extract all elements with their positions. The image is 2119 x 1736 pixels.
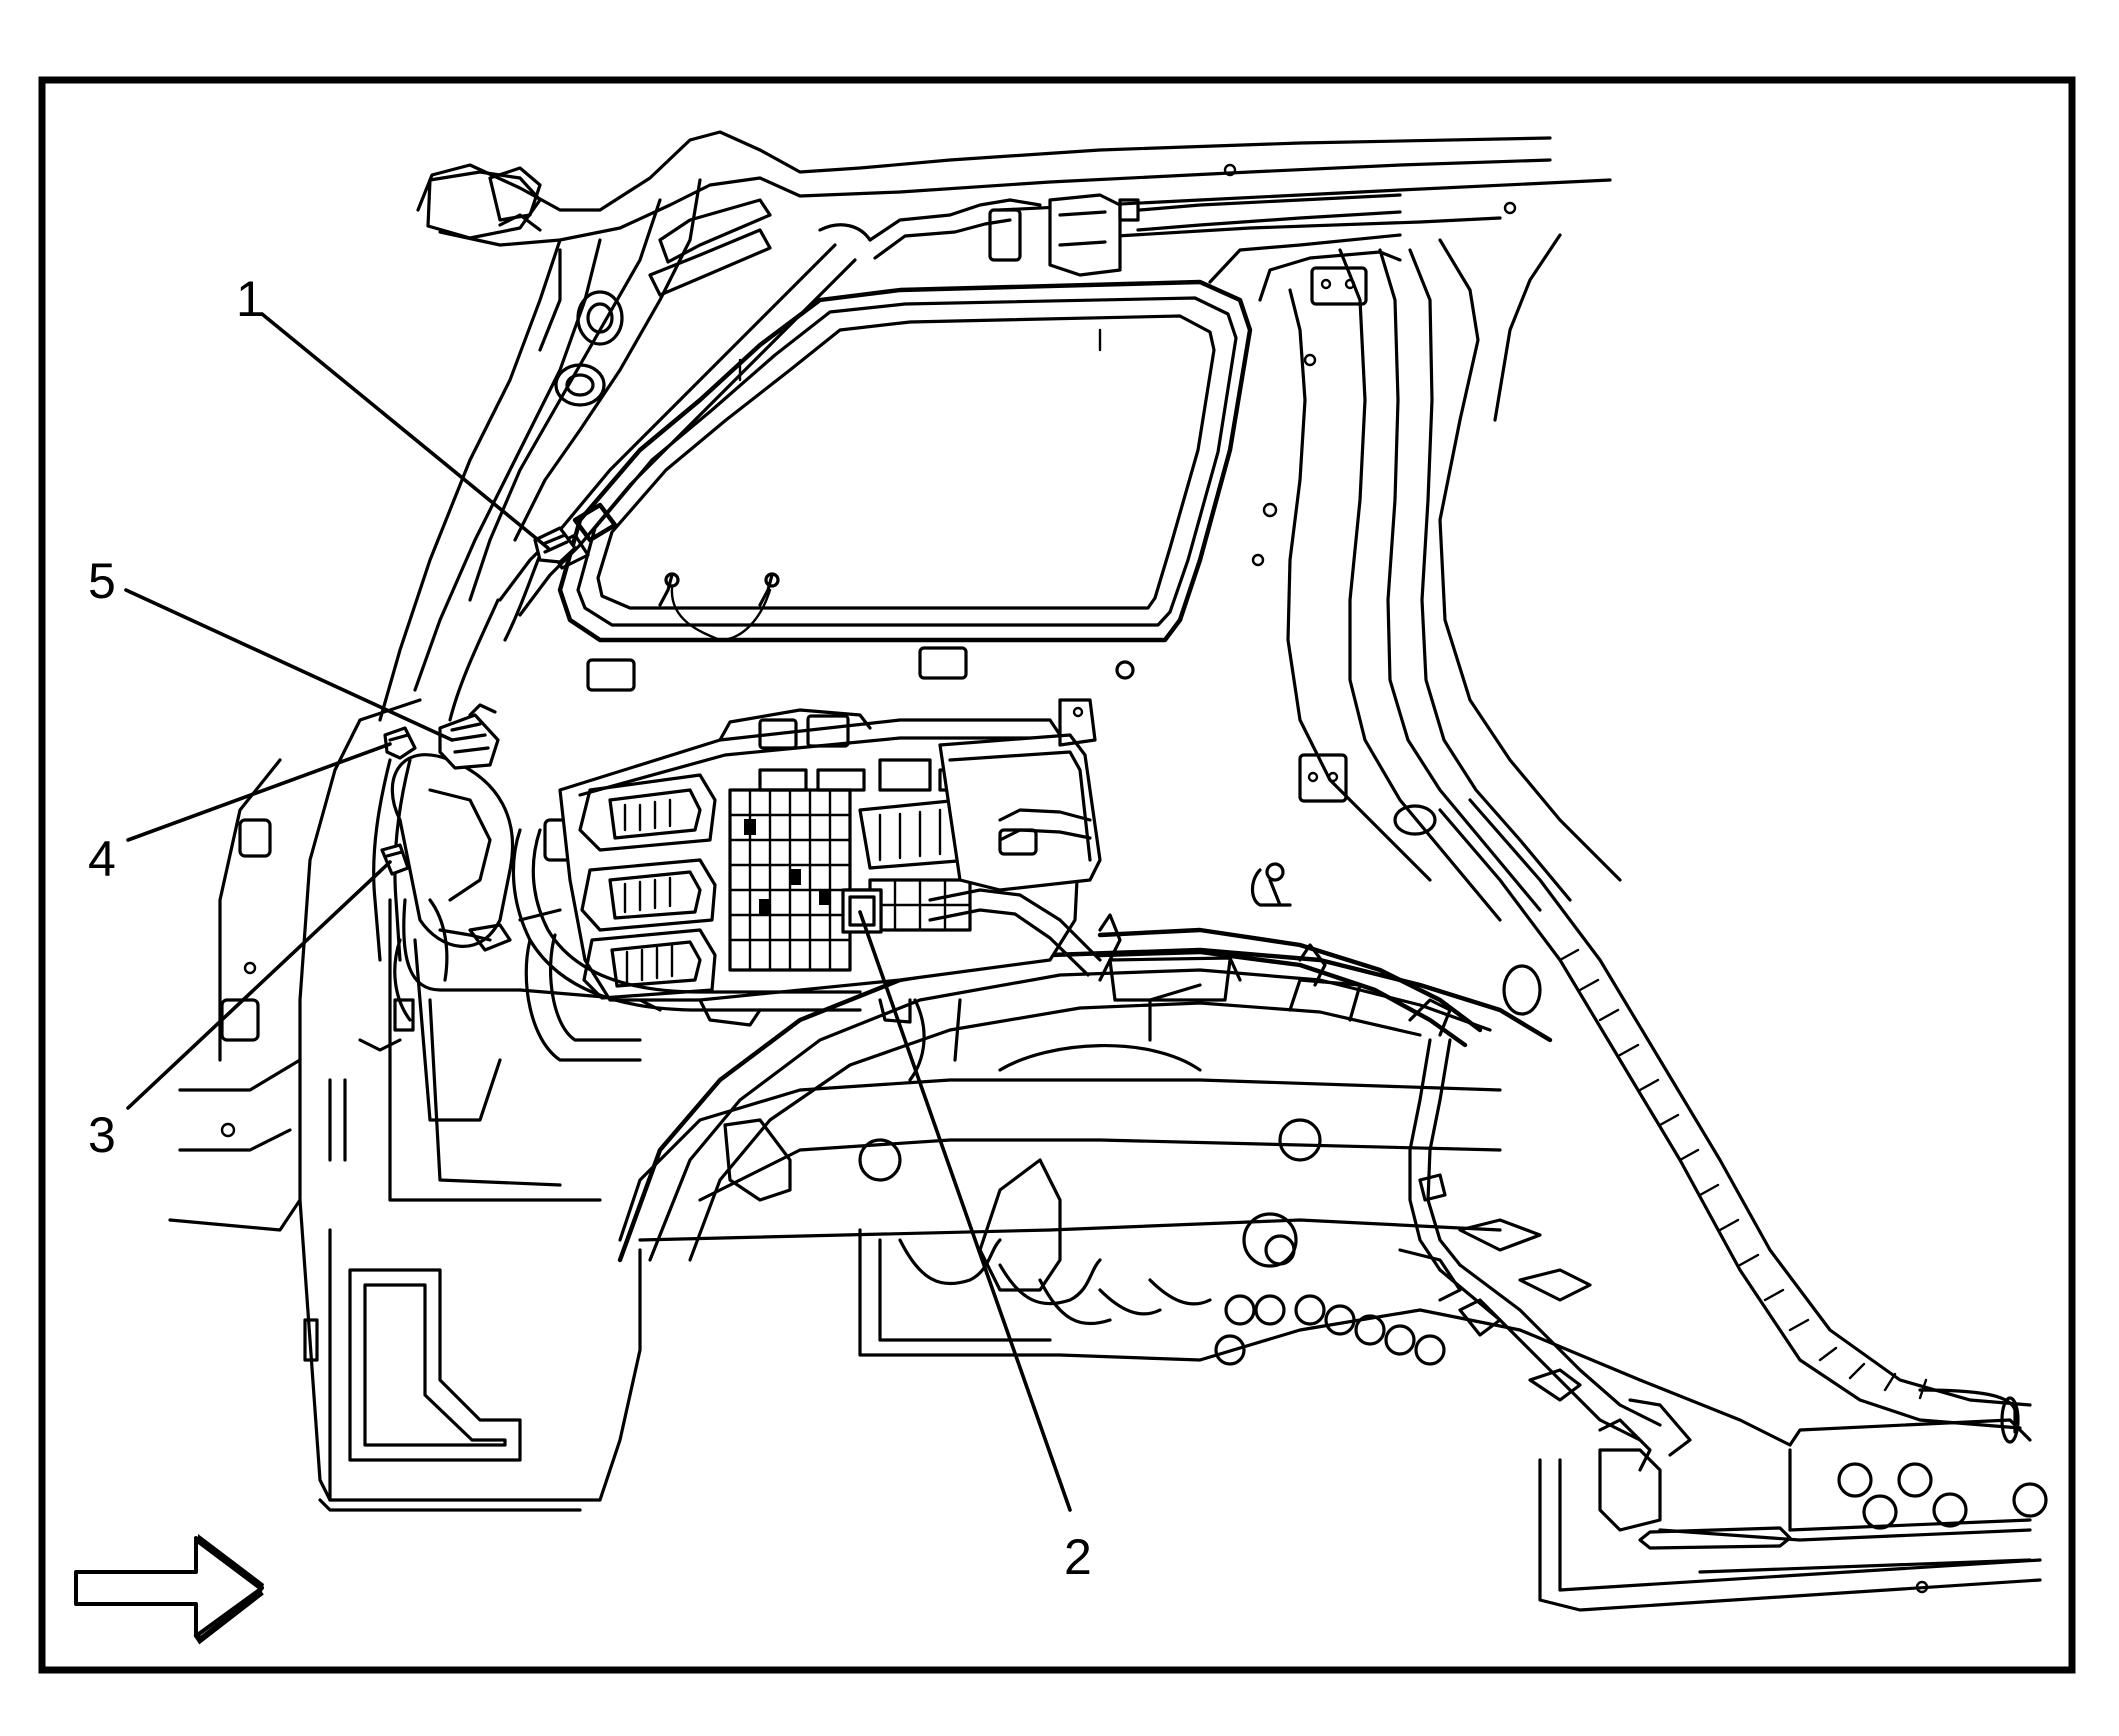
leader-4 [126, 742, 392, 842]
callout-1: 1 [236, 271, 264, 327]
connector-5 [438, 703, 500, 770]
ribbed-edge [1558, 948, 1928, 1400]
callout-2: 2 [1064, 1529, 1092, 1585]
diagram-frame [38, 76, 2076, 1674]
callout-labels: 1 2 3 4 5 [88, 271, 1092, 1585]
connector-3 [380, 843, 410, 876]
callout-3: 3 [88, 1107, 116, 1163]
wiring-harness [328, 193, 1692, 1472]
quarter-panel-body [168, 130, 2048, 1612]
fuse-junction-block [558, 698, 1102, 1027]
connector-4 [383, 726, 417, 760]
leader-1 [260, 312, 550, 550]
leader-lines [124, 312, 1072, 1512]
leader-5 [124, 588, 454, 742]
callout-4: 4 [88, 831, 116, 887]
right-arrow-icon [74, 1534, 264, 1645]
window-area-details [586, 328, 1135, 692]
leader-2 [858, 910, 1072, 1512]
connector-1 [533, 526, 577, 564]
callout-5: 5 [88, 553, 116, 609]
connector-2 [841, 888, 883, 934]
leader-3 [126, 860, 392, 1110]
